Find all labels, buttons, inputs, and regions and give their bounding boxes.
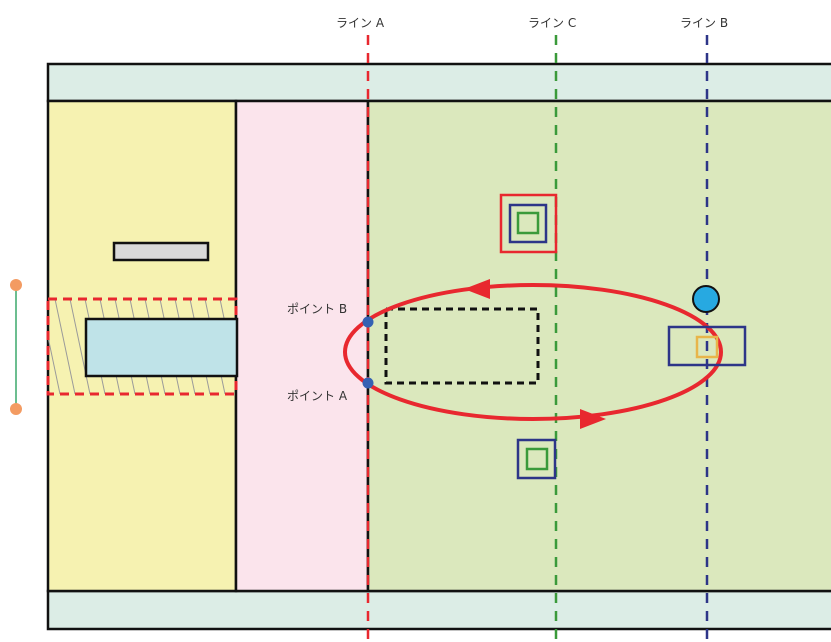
blue-square-top [508, 203, 548, 244]
point-b [362, 316, 374, 328]
pink-zone [234, 99, 370, 593]
loop-ellipse [343, 283, 723, 421]
point-b-label: ポイント B [287, 302, 347, 316]
gray-bar [112, 241, 210, 262]
green-square-top [516, 211, 540, 235]
blue-rect-right [667, 325, 747, 367]
blue-square-bottom [516, 438, 557, 480]
top-band [46, 62, 831, 103]
orange-square-right [695, 335, 719, 359]
loop-arrow-top [464, 279, 490, 299]
hatched-boundary [46, 297, 238, 396]
bottom-band [46, 589, 831, 631]
line-c-label: ライン C [528, 16, 576, 30]
line-a-label: ライン A [336, 16, 385, 30]
green-square-bottom [525, 447, 549, 471]
side-marker-bottom [10, 403, 22, 415]
loop-arrow-bottom [580, 409, 606, 429]
point-a-label: ポイント A [287, 389, 348, 403]
cyan-circle-marker [692, 285, 720, 313]
side-marker-top [10, 279, 22, 291]
cyan-block [84, 317, 239, 378]
outer-red-square [499, 193, 558, 254]
point-a [362, 377, 374, 389]
green-zone [366, 99, 831, 593]
dashed-region [384, 307, 540, 385]
line-b-label: ライン B [680, 16, 728, 30]
